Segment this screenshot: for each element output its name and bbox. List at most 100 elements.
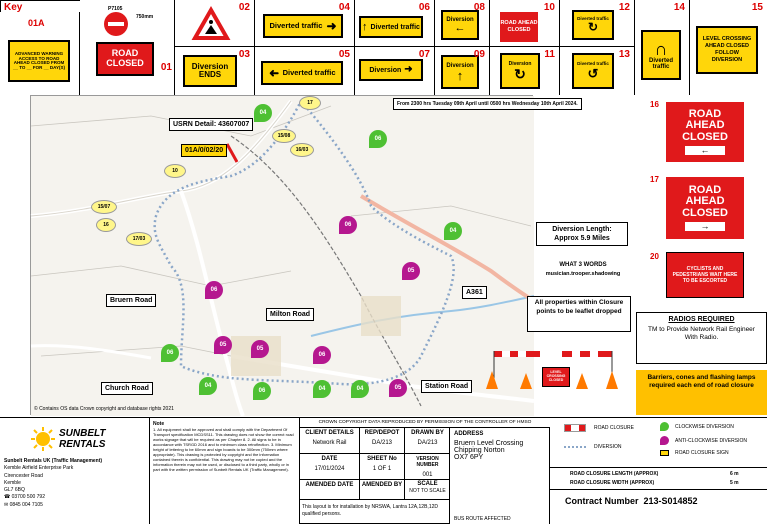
marker-anticlockwise[interactable]: 05 (402, 262, 420, 280)
sign-text: Diversion (508, 60, 532, 67)
sign-point[interactable]: 15/07 (91, 200, 117, 214)
closure-period-note: From 2300 hrs Tuesday 09th April until 0… (393, 98, 582, 110)
rep-depot-value: DA/213 (371, 440, 392, 446)
marker-clockwise[interactable]: 06 (253, 382, 271, 400)
diverted-traffic-ahead-sign: ↑ Diverted traffic (359, 16, 423, 38)
key-cell-06: ↑ Diverted traffic 06 (355, 0, 435, 47)
level-crossing-closed-small-sign: LEVEL CROSSING CLOSED (542, 367, 570, 387)
marker-anticlockwise[interactable]: 06 (205, 281, 223, 299)
arrow-left-icon: ➜ (268, 66, 279, 80)
barrier-graphic: LEVEL CROSSING CLOSED (480, 345, 630, 391)
purple-marker-icon (660, 436, 669, 445)
marker-clockwise[interactable]: 06 (369, 130, 387, 148)
key-cell-08: Diversion ← 08 (435, 0, 490, 47)
marker-clockwise[interactable]: 04 (444, 222, 462, 240)
sign-text: Diversion (369, 66, 402, 74)
key-title: Key (4, 2, 23, 13)
key-cell-04: Diverted traffic ➜ 04 (255, 0, 355, 47)
key-num-03: 03 (238, 49, 250, 60)
key-cell-05: ➜ Diverted traffic 05 (255, 47, 355, 95)
legend-clockwise: CLOCKWISE DIVERSION (660, 422, 734, 431)
road-closed-sign: ROAD CLOSED (96, 42, 154, 76)
legend-anticlockwise: ANTI-CLOCKWISE DIVERSION (660, 436, 747, 445)
key-num-05: 05 (338, 49, 350, 60)
right-sign-20: 20 CYCLISTS AND PEDESTRIANS WAIT HERE TO… (648, 250, 767, 302)
sign-text: Diverted traffic (577, 61, 609, 67)
diverted-traffic-roundabout-sign: Diverted traffic ↻ (572, 10, 614, 40)
diversion-length-box: Diversion Length: Approx 5.9 Miles (536, 222, 628, 246)
key-cell-09: Diversion ↑ 09 (435, 47, 490, 95)
date-label: DATE (321, 456, 338, 462)
crown-copyright: CROWN COPYRIGHT DATA REPRODUCED BY PERMI… (300, 418, 550, 428)
diverted-traffic-left-sign: ➜ Diverted traffic (261, 61, 343, 85)
road-label-church: Church Road (101, 382, 153, 395)
advance-warning-sign: ADVANCED WARNING ACCESS TO ROAD AHEAD CL… (8, 40, 70, 82)
sign-text: ROAD AHEAD CLOSED (682, 183, 728, 219)
level-crossing-closed-sign: LEVEL CROSSING AHEAD CLOSED FOLLOW DIVER… (696, 26, 758, 74)
address-block: ADDRESS Bruern Level Crossing Chipping N… (450, 428, 550, 524)
sign-point[interactable]: 17/03 (126, 232, 152, 246)
company-block: SUNBELT RENTALS Sunbelt Rentals UK (Traf… (0, 418, 150, 524)
key-num-01: 01 (160, 62, 172, 73)
map-copyright: © Contains OS data Crown copyright and d… (34, 406, 174, 412)
sign-text: Diversion (446, 16, 474, 23)
marker-clockwise[interactable]: 04 (351, 380, 369, 398)
legend-block: ROAD CLOSURE DIVERSION CLOCKWISE DIVERSI… (550, 418, 767, 468)
marker-anticlockwise[interactable]: 05 (389, 379, 407, 397)
arrow-up-icon: ↑ (362, 20, 368, 33)
key-num-04: 04 (338, 2, 350, 13)
marker-clockwise[interactable]: 04 (313, 380, 331, 398)
radios-text: TM to Provide Network Rail Engineer With… (648, 326, 755, 342)
diverted-traffic-uturn-sign: ∩ Diverted traffic (641, 30, 681, 80)
sign-text: Diverted traffic (577, 15, 609, 21)
company-name: SUNBELT RENTALS (59, 428, 106, 450)
marker-anticlockwise[interactable]: 05 (251, 340, 269, 358)
arrow-up-icon: ↑ (456, 67, 464, 83)
arrow-left-icon: ← (454, 21, 466, 34)
drawn-by-value: DA/213 (417, 440, 438, 446)
key-num-13: 13 (618, 49, 630, 60)
address-label: ADDRESS (454, 431, 484, 437)
diversion-roundabout-sign: Diversion ↻ (500, 53, 540, 89)
marker-anticlockwise[interactable]: 06 (313, 346, 331, 364)
marker-clockwise[interactable]: 06 (161, 344, 179, 362)
address-line: Chipping Norton (454, 447, 505, 454)
key-num-08: 08 (473, 2, 485, 13)
key-num-12: 12 (618, 2, 630, 13)
sheet-value: 1 OF 1 (372, 466, 392, 472)
road-ahead-closed-left-sign: ROAD AHEAD CLOSED ← (666, 102, 744, 162)
w3w-title: WHAT 3 WORDS (559, 262, 607, 268)
sunbelt-logo: SUNBELT RENTALS (30, 426, 140, 452)
marker-clockwise[interactable]: 04 (254, 104, 272, 122)
address-line: Bruern Level Crossing (454, 440, 524, 447)
sign-point[interactable]: 16 (96, 218, 116, 232)
legend-road-closure: ROAD CLOSURE (564, 424, 634, 432)
scale-label: SCALE (417, 481, 438, 487)
roadworks-triangle-icon (191, 5, 231, 40)
legend-sign: ROAD CLOSURE SIGN (660, 450, 729, 456)
arrow-right-icon: → (685, 222, 725, 232)
map-base (30, 96, 536, 417)
road-label-bruern: Bruern Road (106, 294, 157, 307)
contract-number: Contract Number 213-S014852 (565, 496, 698, 506)
key-num-15: 15 (751, 2, 763, 13)
title-block: SUNBELT RENTALS Sunbelt Rentals UK (Traf… (0, 417, 767, 524)
sign-point[interactable]: 16/03 (290, 143, 314, 157)
diversion-ends-sign: Diversion ENDS (183, 55, 237, 87)
road-label-a361: A361 (462, 286, 487, 299)
cyclists-wait-sign: CYCLISTS AND PEDESTRIANS WAIT HERE TO BE… (666, 252, 744, 298)
diversion-map[interactable]: From 2300 hrs Tuesday 09th April until 0… (30, 95, 582, 417)
properties-note: All properties within Closure points to … (527, 296, 631, 332)
diversion-left-sign: Diversion ← (441, 10, 479, 40)
layout-note: This layout is for installation by NRSWA… (302, 504, 438, 517)
key-cell-13: Diverted traffic ↺ 13 (560, 47, 635, 95)
key-num-09: 09 (473, 49, 485, 60)
sign-point[interactable]: 17 (299, 96, 321, 110)
marker-anticlockwise[interactable]: 06 (339, 216, 357, 234)
legend-diversion: DIVERSION (564, 444, 622, 450)
sign-point[interactable]: 10 (164, 164, 186, 178)
marker-clockwise[interactable]: 04 (199, 377, 217, 395)
marker-anticlockwise[interactable]: 05 (214, 336, 232, 354)
sign-point[interactable]: 15/08 (272, 129, 296, 143)
key-cell-07: Diversion ➜ 07 (355, 47, 435, 95)
